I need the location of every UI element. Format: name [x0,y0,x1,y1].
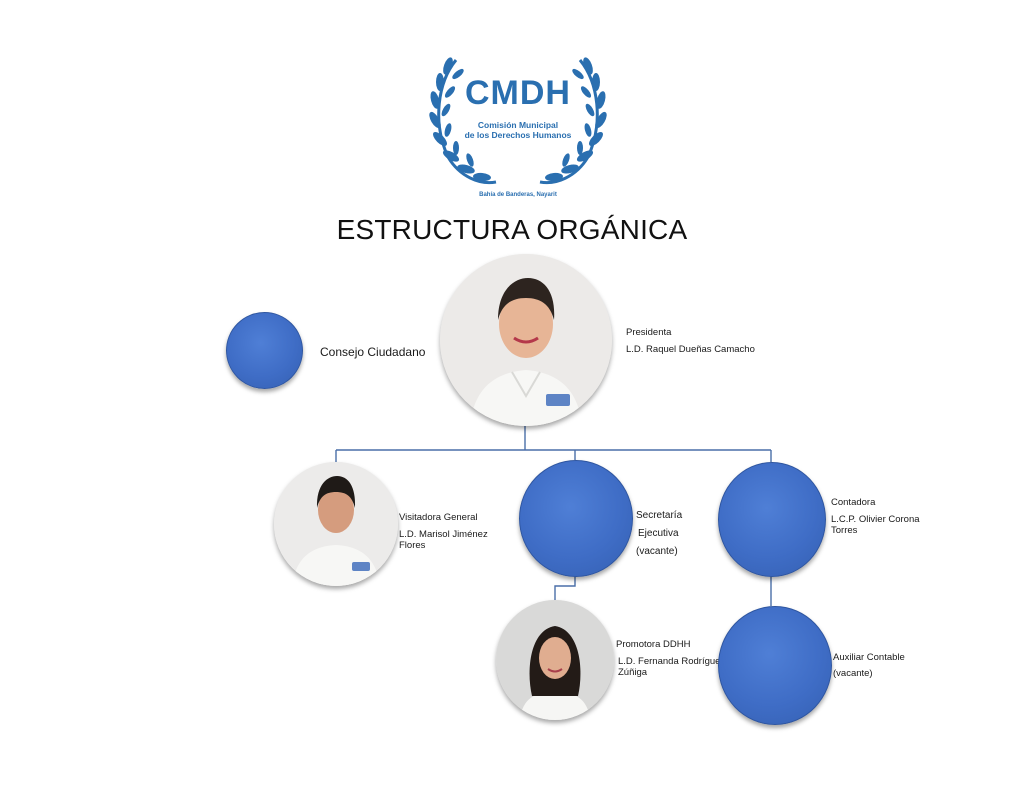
logo-acronym: CMDH [465,74,571,112]
contadora-label: Contadora L.C.P. Olivier Corona Torres [831,497,931,536]
presidenta-label: Presidenta L.D. Raquel Dueñas Camacho [626,327,755,355]
promotora-photo [496,600,614,720]
auxiliar-contable-status: (vacante) [833,668,873,679]
visitadora-label: Visitadora General L.D. Marisol Jiménez … [399,512,491,551]
visitadora-photo [274,462,398,586]
auxiliar-contable-node [718,606,832,725]
promotora-role: Promotora DDHH [616,639,691,650]
auxiliar-contable-label: Auxiliar Contable (vacante) [833,652,905,679]
secretaria-node [519,460,633,577]
contadora-node [718,462,826,577]
cmdh-logo: CMDH Comisión Municipal de los Derechos … [418,52,618,202]
presidenta-name: L.D. Raquel Dueñas Camacho [626,344,755,355]
logo-subtitle-line1: Comisión Municipal [477,120,559,130]
secretaria-status: (vacante) [636,546,678,557]
connector-promotora [554,575,576,600]
laurel-wreath-icon [429,57,607,185]
promotora-label: Promotora DDHH L.D. Fernanda Rodríguez Z… [616,639,726,678]
visitadora-role: Visitadora General [399,512,478,523]
person-portrait-icon [496,600,614,720]
contadora-name: L.C.P. Olivier Corona Torres [831,514,920,536]
contadora-role: Contadora [831,497,876,508]
secretaria-label: Secretaría Ejecutiva (vacante) [636,507,682,561]
consejo-ciudadano-node [226,312,303,389]
promotora-name: L.D. Fernanda Rodríguez Zúñiga [618,656,726,678]
logo-subtitle-line2: de los Derechos Humanos [464,130,572,140]
secretaria-role-line2: Ejecutiva [638,528,679,539]
consejo-ciudadano-label: Consejo Ciudadano [320,345,426,359]
person-portrait-icon [440,254,612,426]
page-title: ESTRUCTURA ORGÁNICA [336,214,688,245]
auxiliar-contable-role: Auxiliar Contable [833,652,905,663]
secretaria-role-line1: Secretaría [636,510,683,521]
presidenta-role: Presidenta [626,327,672,338]
visitadora-name: L.D. Marisol Jiménez Flores [399,529,488,551]
presidenta-photo [440,254,612,426]
person-portrait-icon [274,462,398,586]
logo-place: Bahía de Banderas, Nayarit [479,192,557,198]
